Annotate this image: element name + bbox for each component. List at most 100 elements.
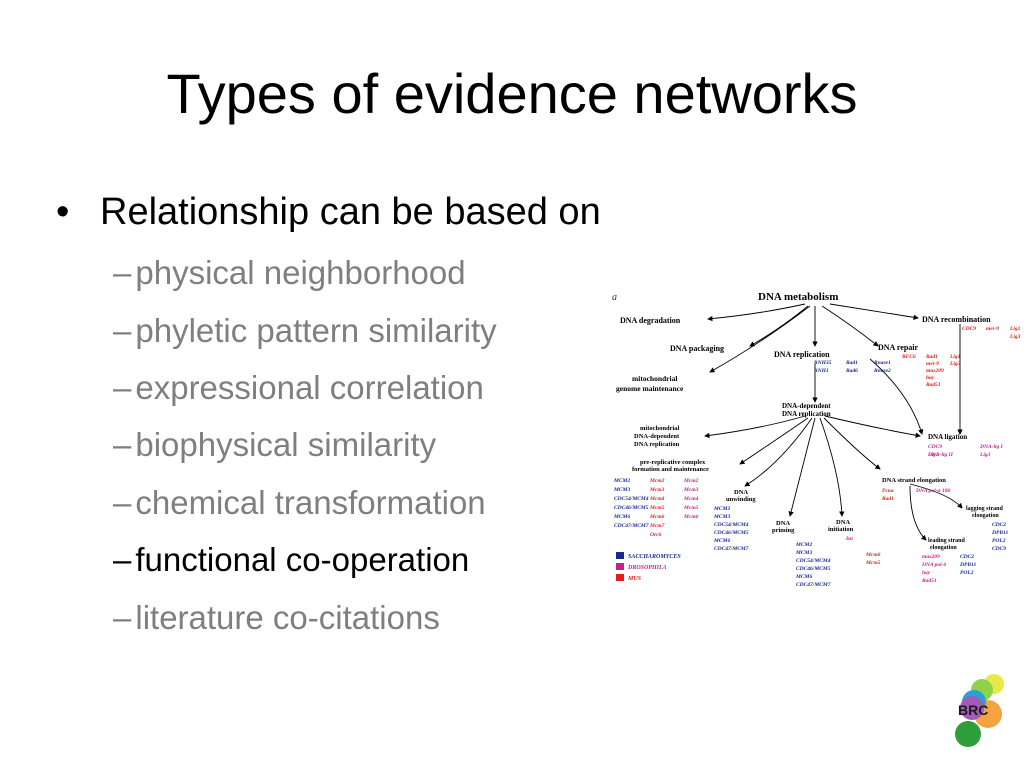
node-unwind-1: DNA <box>734 489 748 496</box>
gene-label: Mcm5 <box>649 505 665 511</box>
bullet-marker: • <box>56 191 70 233</box>
sub-bullet-item: –expressional correlation <box>113 366 484 410</box>
gene-label: CDC9 <box>992 546 1006 552</box>
gene-label: MCM6 <box>795 574 812 580</box>
sub-bullet-item: –chemical transformation <box>113 481 486 525</box>
node-packaging: DNA packaging <box>670 344 724 353</box>
gene-label: RNH1 <box>813 368 829 374</box>
gene-label: Mcm6 <box>865 552 881 558</box>
gene-label: CDC2 <box>992 522 1006 528</box>
gene-label: CDC47/MCM7 <box>796 582 831 588</box>
main-bullet: • Relationship can be based on <box>56 186 601 238</box>
sub-bullet-text: biophysical similarity <box>135 426 437 463</box>
gene-label: MCM2 <box>713 506 730 512</box>
gene-label: CDC47/MCM7 <box>714 546 749 552</box>
gene-label: mei-9 <box>986 326 999 332</box>
gene-label: CDC46/MCM5 <box>796 566 831 572</box>
gene-label: Rad51 <box>921 578 937 584</box>
gene-label: mus209 <box>922 554 940 560</box>
node-priming-1: DNA <box>776 520 790 527</box>
node-mdep-2: DNA-dependent <box>634 433 680 440</box>
gene-label: Lig1 <box>949 354 961 360</box>
gene-label: DPB11 <box>959 562 976 568</box>
gene-label: Mcm6 <box>649 514 665 520</box>
gene-label: Lig1 <box>1009 326 1021 332</box>
node-degradation: DNA degradation <box>620 316 681 325</box>
gene-label: hay <box>926 375 935 381</box>
gene-label: Int <box>845 536 853 542</box>
gene-label: DNA-lig II <box>927 452 954 458</box>
gene-label: Rad1 <box>881 496 894 502</box>
sub-bullet-text: phyletic pattern similarity <box>135 312 497 349</box>
gene-label: RFC6 <box>901 354 916 360</box>
sub-bullet-item: –biophysical similarity <box>113 423 436 467</box>
brc-logo: BRC <box>955 674 1004 747</box>
gene-label: MCM6 <box>713 538 730 544</box>
node-initiation-2: initiation <box>828 526 854 533</box>
gene-label: DNA pol-α 180 <box>915 488 950 494</box>
gene-label: Lig1 <box>927 452 939 458</box>
gene-label: CDC46/MCM5 <box>614 505 649 511</box>
gene-label: Pcna <box>882 488 894 494</box>
logo-text: BRC <box>958 702 988 718</box>
sub-bullet-dash: – <box>113 369 132 406</box>
gene-label: mei-9 <box>926 361 939 367</box>
gene-label: CDC9 <box>962 326 976 332</box>
node-elongation: DNA strand elongation <box>882 477 946 484</box>
sub-bullet-dash: – <box>113 484 132 521</box>
sub-bullet-dash: – <box>113 599 132 636</box>
gene-label: Lig3 <box>949 361 961 367</box>
gene-label: MCM2 <box>613 478 630 484</box>
gene-label: Lig3 <box>979 452 991 458</box>
node-mito-1: mitochondrial <box>632 374 677 383</box>
gene-label: Rad1 <box>845 360 858 366</box>
diagram-nodes: DNA metabolism DNA degradation DNA recom… <box>616 291 1004 551</box>
gene-label: Mcm6 <box>683 514 699 520</box>
node-mdep-1: mitochondrial <box>640 425 680 432</box>
node-repair: DNA repair <box>878 343 919 352</box>
sub-bullet-text: functional co-operation <box>135 541 470 578</box>
gene-label: Mcm4 <box>683 496 699 502</box>
sub-bullet-text: chemical transformation <box>135 484 486 521</box>
gene-label: MCM6 <box>613 514 630 520</box>
node-lagging-2: elongation <box>972 513 999 519</box>
gene-label: CDC54/MCM4 <box>796 558 831 564</box>
gene-label: CDC46/MCM5 <box>714 530 749 536</box>
gene-label: hay <box>922 570 931 576</box>
sub-bullet-text: literature co-citations <box>135 599 440 636</box>
node-mdep-3: DNA replication <box>634 441 680 448</box>
node-lagging-1: lagging strand <box>966 506 1004 512</box>
gene-label: Mcm3 <box>683 487 699 493</box>
main-bullet-text: Relationship can be based on <box>100 191 601 233</box>
gene-label: POL2 <box>992 538 1006 544</box>
node-initiation-1: DNA <box>836 519 850 526</box>
gene-label: DPB11 <box>991 530 1008 536</box>
gene-label: Mcm5 <box>865 560 881 566</box>
node-root: DNA metabolism <box>758 291 838 303</box>
sub-bullet-dash: – <box>113 312 132 349</box>
gene-label: Mcm5 <box>683 505 699 511</box>
diagram-arrows <box>704 303 963 541</box>
gene-label: MCM3 <box>795 550 812 556</box>
gene-label: MCM2 <box>795 542 812 548</box>
gene-label: POL2 <box>960 570 974 576</box>
gene-label: Rnase1 <box>873 360 891 366</box>
node-prerep-2: formation and maintenance <box>632 466 709 473</box>
sub-bullet-dash: – <box>113 254 132 291</box>
sub-bullet-text: expressional correlation <box>135 369 484 406</box>
gene-label: Lig3 <box>1009 334 1021 340</box>
diagram-legend: SACCHAROMYCES DROSOPHILA MUS <box>616 552 681 582</box>
legend-label-fly: DROSOPHILA <box>627 565 667 571</box>
gene-label: MCM3 <box>713 514 730 520</box>
node-leading-2: elongation <box>930 545 957 551</box>
panel-label: a <box>612 292 617 303</box>
sub-bullet-item: –physical neighborhood <box>113 251 466 295</box>
gene-label: DNA-lig I <box>979 444 1004 450</box>
slide-title: Types of evidence networks <box>166 62 858 125</box>
sub-bullet-item: –phyletic pattern similarity <box>113 309 497 353</box>
gene-label: MCM3 <box>613 487 630 493</box>
gene-label: DNA pol-δ <box>921 562 947 568</box>
legend-swatch-yeast <box>616 552 624 559</box>
gene-label: CDC54/MCM4 <box>614 496 649 502</box>
legend-label-yeast: SACCHAROMYCES <box>628 554 681 560</box>
